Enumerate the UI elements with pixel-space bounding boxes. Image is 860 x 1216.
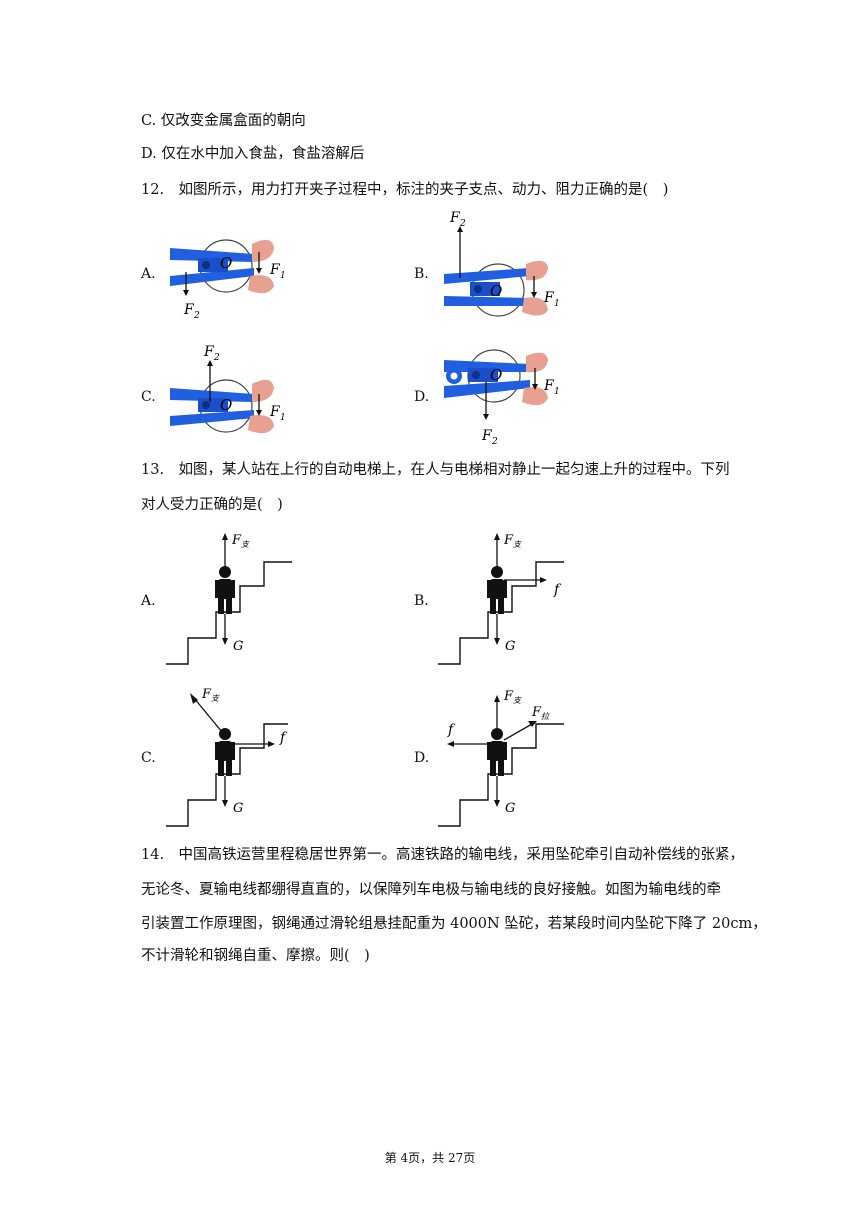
question-13-line1: 13. 如图，某人站在上行的自动电梯上，在人与电梯相对静止一起匀速上升的过程中。… bbox=[141, 462, 730, 478]
f2-label: F bbox=[449, 210, 461, 226]
escalator-figure-c: F 支 G f bbox=[166, 687, 288, 827]
pull-force-label: F bbox=[531, 705, 542, 720]
q12-option-a: A. bbox=[141, 266, 156, 282]
clip-figure-d: O F 1 F 2 bbox=[444, 349, 560, 447]
q13-option-d: D. bbox=[414, 750, 430, 766]
gravity-label: G bbox=[233, 639, 243, 654]
support-force-subscript: 支 bbox=[513, 696, 522, 705]
pivot-label: O bbox=[490, 282, 502, 300]
q13-option-b: B. bbox=[414, 593, 429, 609]
pivot-label: O bbox=[220, 396, 232, 414]
option-d-text: D. 仅在水中加入食盐，食盐溶解后 bbox=[141, 146, 365, 162]
gravity-label: G bbox=[505, 801, 515, 816]
q13-option-c: C. bbox=[141, 750, 156, 766]
f2-label: F bbox=[203, 344, 215, 360]
q13-option-a: A. bbox=[141, 593, 156, 609]
f2-label: F bbox=[481, 428, 493, 444]
f1-subscript: 1 bbox=[554, 299, 560, 309]
f1-subscript: 1 bbox=[280, 271, 286, 281]
question-14-line2: 无论冬、夏输电线都绷得直直的，以保障列车电极与输电线的良好接触。如图为输电线的牵 bbox=[141, 882, 721, 898]
person-icon bbox=[215, 566, 235, 614]
question-13-line2: 对人受力正确的是( ) bbox=[141, 497, 283, 513]
support-force-label: F bbox=[503, 689, 514, 704]
person-icon bbox=[215, 728, 235, 776]
friction-label: f bbox=[279, 730, 288, 746]
f1-label: F bbox=[269, 262, 281, 278]
f1-subscript: 1 bbox=[554, 387, 560, 397]
support-force-label: F bbox=[201, 687, 212, 702]
f1-label: F bbox=[543, 378, 555, 394]
f2-subscript: 2 bbox=[193, 311, 200, 320]
friction-label: f bbox=[553, 582, 562, 598]
gravity-label: G bbox=[505, 639, 515, 654]
f2-label: F bbox=[183, 302, 195, 318]
pivot-label: O bbox=[490, 366, 502, 384]
question-14-line4: 不计滑轮和钢绳自重、摩擦。则( ) bbox=[141, 948, 370, 964]
q12-option-c: C. bbox=[141, 389, 156, 405]
f1-label: F bbox=[269, 404, 281, 420]
q12-option-b: B. bbox=[414, 266, 429, 282]
pivot-label: O bbox=[220, 254, 232, 272]
f1-subscript: 1 bbox=[280, 413, 286, 423]
clip-figure-a: O F 1 F 2 bbox=[170, 239, 286, 320]
escalator-figure-d: F 支 F 拉 f G bbox=[438, 689, 564, 827]
f2-subscript: 2 bbox=[213, 353, 220, 363]
f1-label: F bbox=[543, 290, 555, 306]
support-force-subscript: 支 bbox=[211, 694, 220, 703]
pull-force-subscript: 拉 bbox=[541, 712, 550, 721]
clip-figure-c: O F 1 F 2 bbox=[170, 344, 286, 434]
support-force-subscript: 支 bbox=[513, 540, 522, 549]
option-c-text: C. 仅改变金属盒面的朝向 bbox=[141, 113, 306, 129]
clip-figure-b: O F 1 F 2 bbox=[444, 210, 560, 317]
support-force-label: F bbox=[231, 533, 242, 548]
escalator-figure-b: F 支 G f bbox=[438, 533, 564, 665]
question-14-line3: 引装置工作原理图，钢绳通过滑轮组悬挂配重为 4000N 坠砣，若某段时间内坠砣下… bbox=[141, 916, 767, 932]
f2-subscript: 2 bbox=[459, 219, 466, 229]
friction-label: f bbox=[447, 722, 456, 738]
support-force-subscript: 支 bbox=[241, 540, 250, 549]
q12-option-d: D. bbox=[414, 389, 430, 405]
f2-subscript: 2 bbox=[491, 437, 498, 447]
gravity-label: G bbox=[233, 801, 243, 816]
support-force-label: F bbox=[503, 533, 514, 548]
escalator-figure-a: F 支 G bbox=[166, 533, 292, 665]
question-14-line1: 14. 中国高铁运营里程稳居世界第一。高速铁路的输电线，采用坠砣牵引自动补偿线的… bbox=[141, 847, 745, 863]
person-icon bbox=[487, 566, 507, 614]
person-icon bbox=[487, 728, 507, 776]
page-footer: 第 4页，共 27页 bbox=[384, 1151, 476, 1165]
question-12: 12. 如图所示，用力打开夹子过程中，标注的夹子支点、动力、阻力正确的是( ) bbox=[141, 182, 669, 198]
